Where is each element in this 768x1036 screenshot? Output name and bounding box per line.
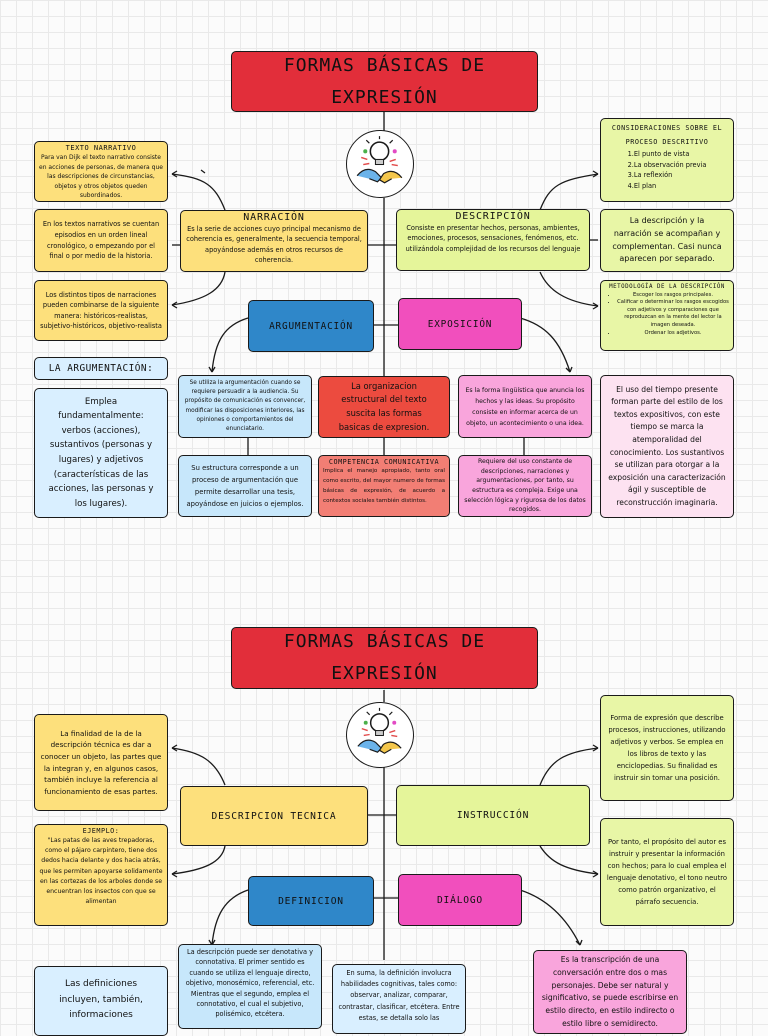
argumentacion-estructura-box: Su estructura corresponde a un proceso d… — [178, 455, 312, 517]
list-item: Escoger los rasgos principales. — [617, 292, 729, 300]
metodologia-box: METODOLOGÍA DE LA DESCRIPCIÓN Escoger lo… — [600, 280, 734, 351]
competencia-box: COMPETENCIA COMUNICATIVA Implica el mane… — [318, 455, 450, 517]
narrativo-note2-box: Los distintos tipos de narraciones puede… — [34, 280, 168, 341]
exposicion-req-box: Requiere del uso constante de descripcio… — [458, 455, 592, 517]
consideraciones-box: CONSIDERACIONES SOBRE EL PROCESO DESCRIT… — [600, 118, 734, 202]
list-item: Calificar o determinar los rasgos escogi… — [617, 299, 729, 329]
narracion-node[interactable]: NARRACIÓN Es la serie de acciones cuyo p… — [180, 210, 368, 272]
center-illustration-icon — [346, 130, 414, 198]
metodologia-heading: METODOLOGÍA DE LA DESCRIPCIÓN — [609, 284, 725, 290]
list-item: 1.El punto de vista — [627, 150, 690, 158]
texto-narrativo-box: TEXTO NARRATIVO Para van Dijk el texto n… — [34, 141, 168, 202]
ejemplo-body: "Las patas de las aves trepadoras, como … — [39, 837, 163, 906]
texto-narrativo-heading: TEXTO NARRATIVO — [65, 144, 137, 152]
argumentacion-note-box: Emplea fundamentalmente: verbos (accione… — [34, 388, 168, 518]
list-item: Ordenar los adjetivos. — [617, 330, 729, 338]
panel1-title: FORMAS BÁSICAS DE EXPRESIÓN — [231, 51, 538, 112]
ejemplo-box: EJEMPLO: "Las patas de las aves trepador… — [34, 824, 168, 926]
descripcion-note-box: La descripción y la narración se acompañ… — [600, 209, 734, 272]
argumentacion-node[interactable]: ARGUMENTACIÓN — [248, 300, 374, 352]
transcripcion-box: Es la transcripción de una conversación … — [533, 950, 687, 1034]
exposicion-note-box: El uso del tiempo presente forman parte … — [600, 375, 734, 518]
list-item: 3.La reflexión — [627, 171, 673, 180]
descripcion-tecnica-node[interactable]: DESCRIPCION TECNICA — [180, 786, 368, 846]
descripcion-body: Consiste en presentar hechos, personas, … — [405, 223, 581, 253]
proposito-box: Por tanto, el propósito del autor es ins… — [600, 818, 734, 926]
metodologia-list: Escoger los rasgos principales. Califica… — [605, 292, 729, 338]
exposicion-node[interactable]: EXPOSICIÓN — [398, 298, 522, 350]
descripcion-heading: DESCRIPCIÓN — [455, 211, 531, 222]
texto-narrativo-body: Para van Dijk el texto narrativo consist… — [39, 154, 163, 200]
forma-expresion-box: Forma de expresión que describe procesos… — [600, 695, 734, 801]
consideraciones-heading: CONSIDERACIONES SOBRE EL PROCESO DESCRIT… — [611, 124, 723, 146]
consideraciones-list: 1.El punto de vista 2.La observación pre… — [628, 149, 707, 191]
descripcion-node[interactable]: DESCRIPCIÓN Consiste en presentar hechos… — [396, 209, 590, 271]
narracion-heading: NARRACIÓN — [243, 212, 305, 223]
descripcion-denotativa-box: La descripción puede ser denotativa y co… — [178, 944, 322, 1029]
narrativo-note1-box: En los textos narrativos se cuentan epis… — [34, 209, 168, 272]
list-item: 4.El plan — [627, 181, 657, 190]
list-item: 2.La observación previa — [627, 160, 707, 169]
definiciones-incluyen-box: Las definiciones incluyen, también, info… — [34, 966, 168, 1036]
exposicion-def-box: Es la forma lingüística que anuncia los … — [458, 375, 592, 438]
la-argumentacion-label: LA ARGUMENTACIÓN: — [34, 357, 168, 380]
ejemplo-heading: EJEMPLO: — [82, 827, 120, 835]
center-illustration-icon — [346, 702, 414, 768]
competencia-heading: COMPETENCIA COMUNICATIVA — [328, 458, 440, 466]
definicion-node[interactable]: DEFINICION — [248, 876, 374, 926]
instruccion-node[interactable]: INSTRUCCIÓN — [396, 785, 590, 846]
argumentacion-def-box: Se utiliza la argumentación cuando se re… — [178, 375, 312, 438]
organizacion-box: La organizacion estructural del texto su… — [318, 376, 450, 438]
dialogo-node[interactable]: DIÁLOGO — [398, 874, 522, 926]
panel2-title: FORMAS BÁSICAS DE EXPRESIÓN — [231, 627, 538, 689]
competencia-body: Implica el manejo apropiado, tanto oral … — [323, 468, 445, 504]
en-suma-box: En suma, la definición involucra habilid… — [332, 964, 466, 1034]
finalidad-box: La finalidad de la de la descripción téc… — [34, 714, 168, 811]
narracion-body: Es la serie de acciones cuyo principal m… — [186, 224, 362, 265]
